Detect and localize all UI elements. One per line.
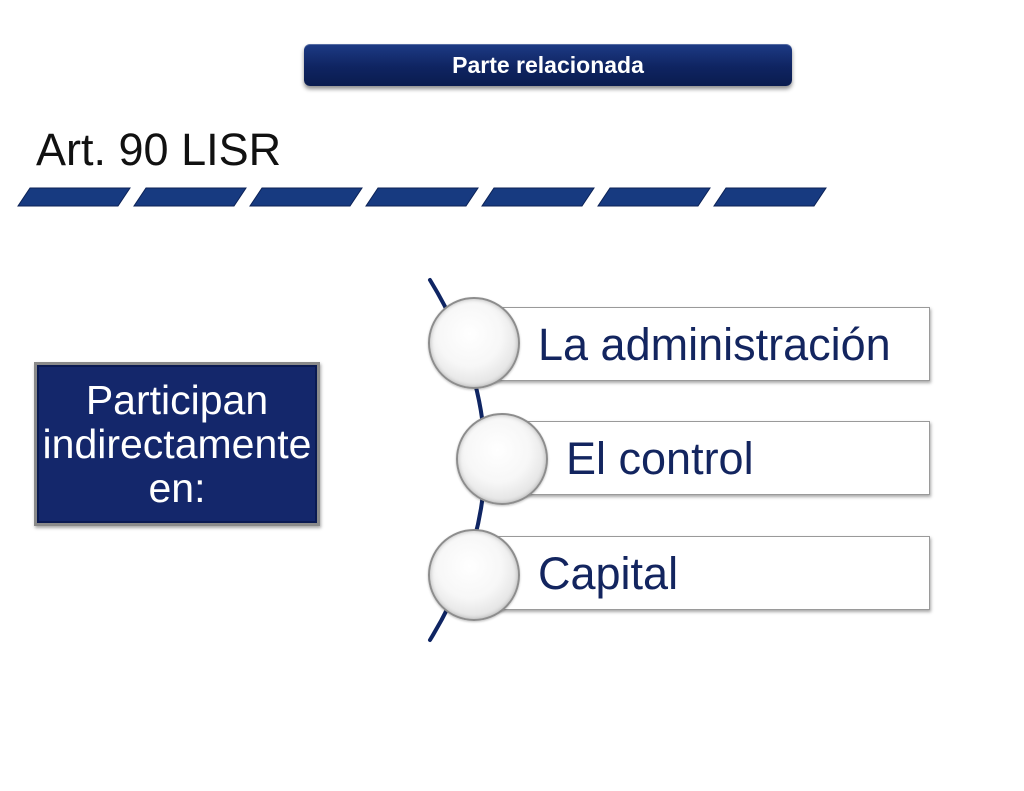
list-item-administracion [460,307,930,381]
page-title: Art. 90 LISR [36,124,282,175]
title-rule-dash [17,187,131,207]
participation-box: Participan indirectamente en: [34,362,320,526]
header-badge-label: Parte relacionada [452,51,644,78]
title-rule-dash [365,187,479,207]
participation-text: Participan indirectamente en: [42,377,312,511]
title-rule-dash [597,187,711,207]
list-item-label: La administración [538,319,891,370]
title-rule-dash [713,187,827,207]
list-item-label: El control [566,433,754,484]
list-item-control [488,421,930,495]
title-rule-dash [481,187,595,207]
list-item-label: Capital [538,548,679,599]
bullet-circle-icon [428,297,520,389]
list-item-capital [460,536,930,610]
title-rule-dash [249,187,363,207]
bullet-circle-icon [428,529,520,621]
bullet-circle-icon [456,413,548,505]
header-badge: Parte relacionada [304,44,792,86]
title-rule-dash [133,187,247,207]
